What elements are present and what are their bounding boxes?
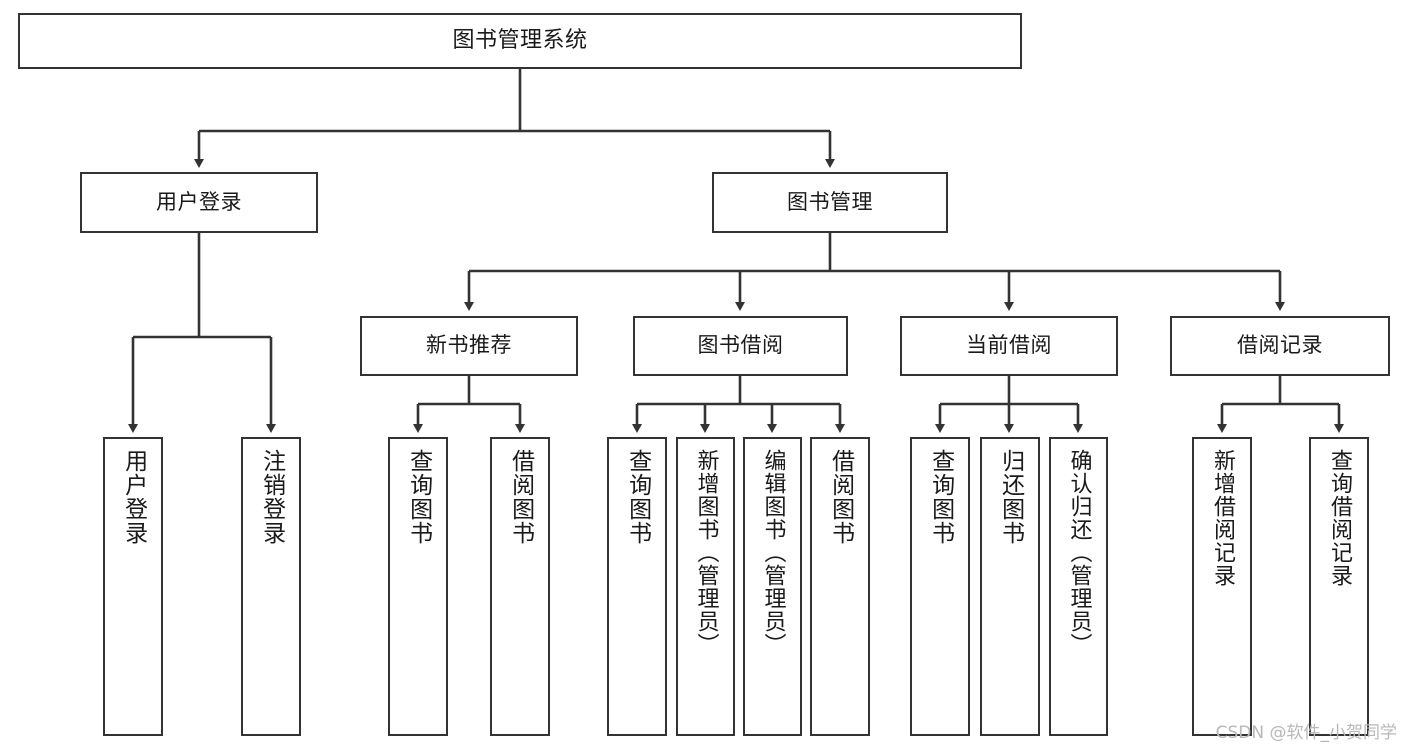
node-user-login[interactable]: 用户登录 — [80, 172, 318, 233]
node-root-library-management-system[interactable]: 图书管理系统 — [18, 13, 1022, 69]
leaf-user-login-logout[interactable]: 注销登录 — [241, 437, 301, 736]
leaf-current-borrow-confirm-return-admin[interactable]: 确认归还（管理员） — [1049, 437, 1108, 736]
node-label: 借阅图书 — [827, 449, 854, 545]
node-label: 归还图书 — [997, 449, 1024, 545]
node-label: 编辑图书（管理员） — [760, 449, 786, 656]
node-label: 注销登录 — [258, 449, 285, 545]
node-label: 新增借阅记录 — [1209, 449, 1235, 587]
leaf-book-borrow-borrow-book[interactable]: 借阅图书 — [810, 437, 870, 736]
node-label: 当前借阅 — [966, 333, 1052, 358]
leaf-book-borrow-add-book-admin[interactable]: 新增图书（管理员） — [676, 437, 735, 736]
leaf-borrow-record-query-record[interactable]: 查询借阅记录 — [1309, 437, 1369, 736]
node-label: 借阅记录 — [1237, 333, 1323, 358]
node-label: 借阅图书 — [507, 449, 534, 545]
node-label: 用户登录 — [120, 449, 147, 545]
node-label: 确认归还（管理员） — [1066, 449, 1092, 656]
node-borrow-record[interactable]: 借阅记录 — [1170, 316, 1390, 376]
leaf-book-borrow-query-book[interactable]: 查询图书 — [607, 437, 667, 736]
node-label: 图书借阅 — [697, 333, 784, 358]
node-label: 用户登录 — [156, 189, 242, 214]
leaf-current-borrow-return-book[interactable]: 归还图书 — [980, 437, 1040, 736]
leaf-new-book-query-book[interactable]: 查询图书 — [388, 437, 448, 736]
node-book-management[interactable]: 图书管理 — [712, 172, 948, 233]
node-current-borrow[interactable]: 当前借阅 — [900, 316, 1118, 376]
leaf-borrow-record-add-record[interactable]: 新增借阅记录 — [1192, 437, 1252, 736]
leaf-user-login-login[interactable]: 用户登录 — [103, 437, 163, 736]
node-label: 新书推荐 — [426, 333, 512, 358]
node-book-borrow[interactable]: 图书借阅 — [633, 316, 848, 376]
node-label: 查询图书 — [624, 449, 651, 545]
leaf-current-borrow-query-book[interactable]: 查询图书 — [910, 437, 970, 736]
node-label: 查询图书 — [927, 449, 954, 545]
leaf-book-borrow-edit-book-admin[interactable]: 编辑图书（管理员） — [743, 437, 802, 736]
node-label: 查询借阅记录 — [1326, 449, 1352, 587]
node-label: 查询图书 — [405, 449, 432, 545]
leaf-new-book-borrow-book[interactable]: 借阅图书 — [490, 437, 550, 736]
node-new-book-recommend[interactable]: 新书推荐 — [360, 316, 578, 376]
node-label: 新增图书（管理员） — [693, 449, 719, 656]
node-label: 图书管理 — [787, 189, 873, 214]
node-label: 图书管理系统 — [452, 27, 588, 53]
